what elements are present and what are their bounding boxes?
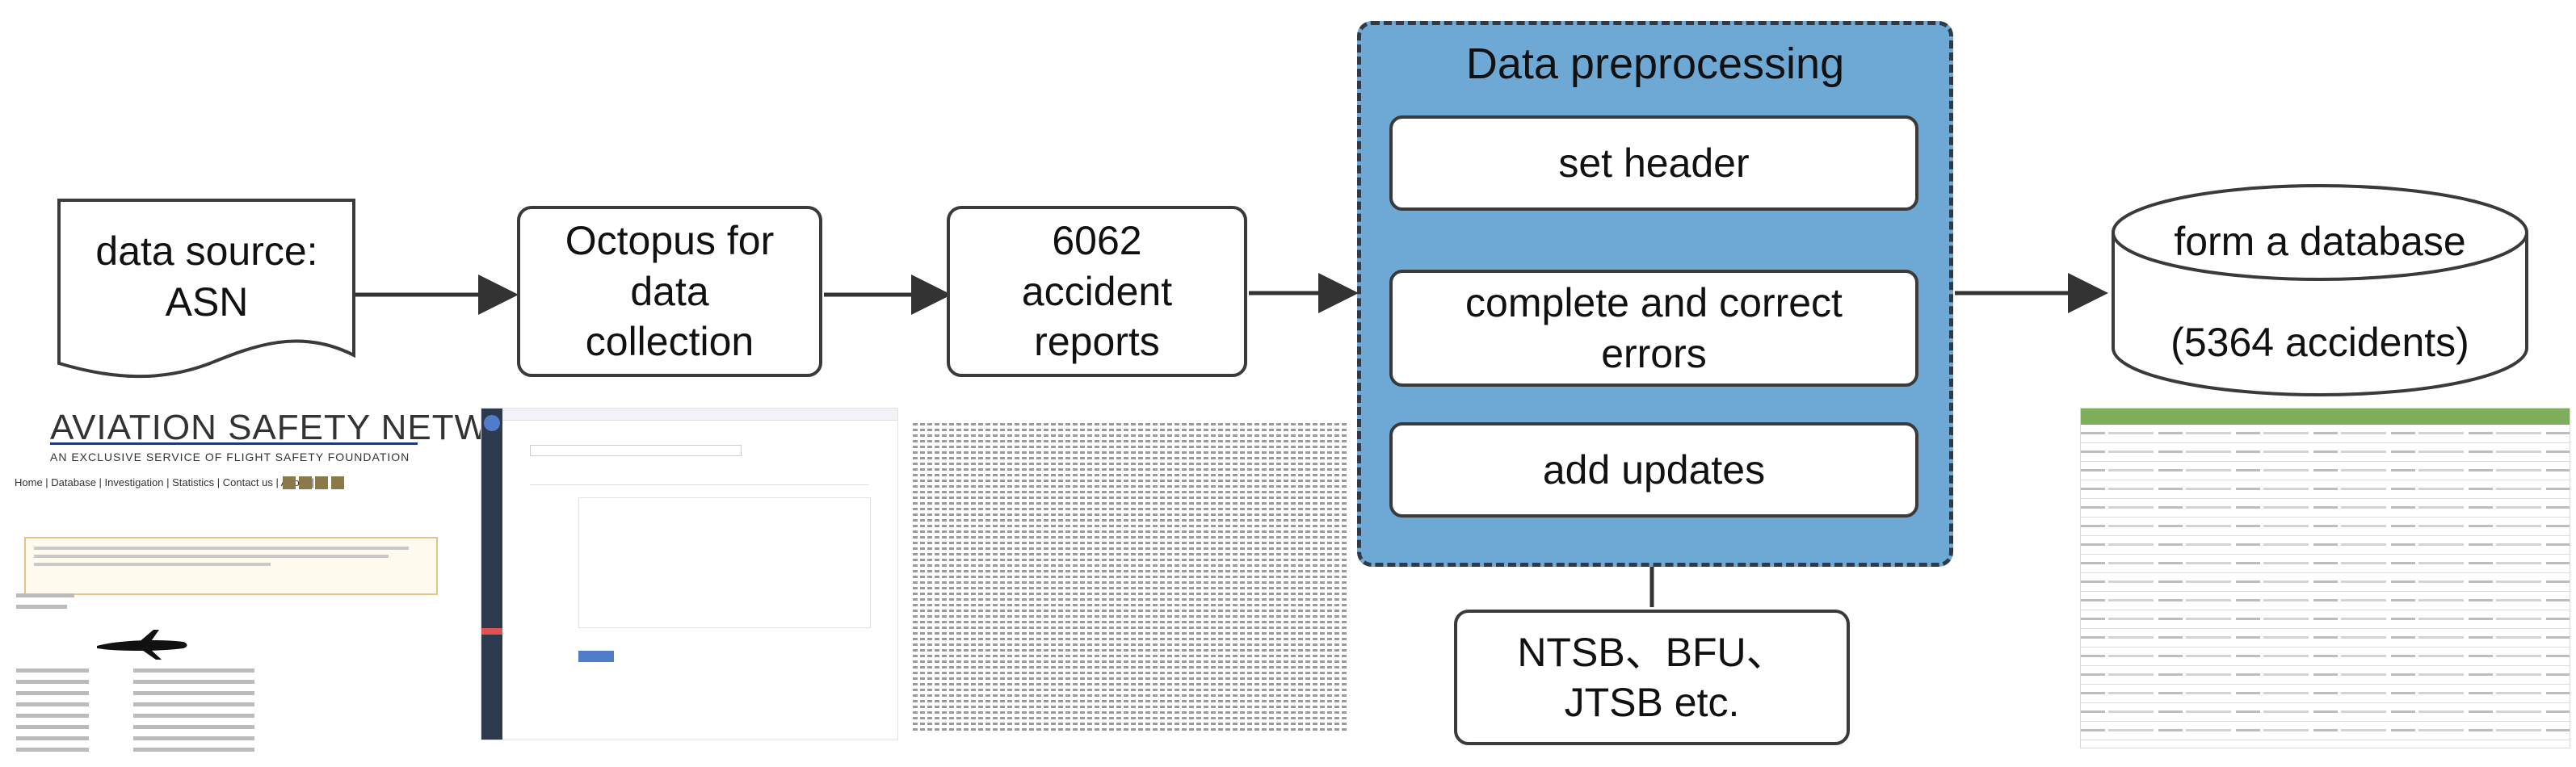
spreadsheet-rows (2081, 425, 2570, 748)
data-source-label: data source: ASN (95, 228, 318, 325)
octopus-tab-bar (502, 409, 897, 421)
database-cylinder-shape (2112, 184, 2528, 396)
asn-notice-box (24, 537, 438, 595)
octopus-logo-icon (484, 415, 500, 431)
report-listing-screenshot (913, 420, 1349, 742)
complete-correct-errors-step: complete and correct errors (1389, 270, 1918, 387)
asn-subtitle: AN EXCLUSIVE SERVICE OF FLIGHT SAFETY FO… (50, 451, 410, 463)
octopus-input-row (530, 445, 742, 456)
database-label: form a database (5364 accidents) (2170, 219, 2469, 365)
asn-field-labels (16, 669, 89, 759)
octopus-app-screenshot (481, 408, 898, 740)
airplane-icon (97, 630, 187, 660)
octopus-collection-node: Octopus for data collection (517, 206, 822, 377)
asn-field-values (133, 669, 254, 759)
octopus-option-row (530, 473, 869, 485)
set-header-step: set header (1389, 115, 1918, 211)
data-preprocessing-title: Data preprocessing (1465, 40, 1845, 88)
accident-reports-node: 6062 accident reports (947, 206, 1247, 377)
octopus-text-area (578, 497, 871, 628)
data-source-document-shape (57, 199, 355, 379)
octopus-sidebar (481, 409, 502, 740)
external-sources-node: NTSB、BFU、 JTSB etc. (1454, 610, 1850, 745)
database-spreadsheet-screenshot (2080, 408, 2570, 748)
octopus-sidebar-marker (481, 628, 502, 635)
spreadsheet-header-row (2081, 409, 2570, 425)
add-updates-step: add updates (1389, 422, 1918, 518)
octopus-start-button (578, 651, 614, 662)
asn-detail-labels (16, 593, 162, 616)
asn-social-icons (283, 476, 347, 491)
asn-logo-rule (50, 442, 418, 445)
asn-nav-bar: Home | Database | Investigation | Statis… (15, 476, 314, 488)
